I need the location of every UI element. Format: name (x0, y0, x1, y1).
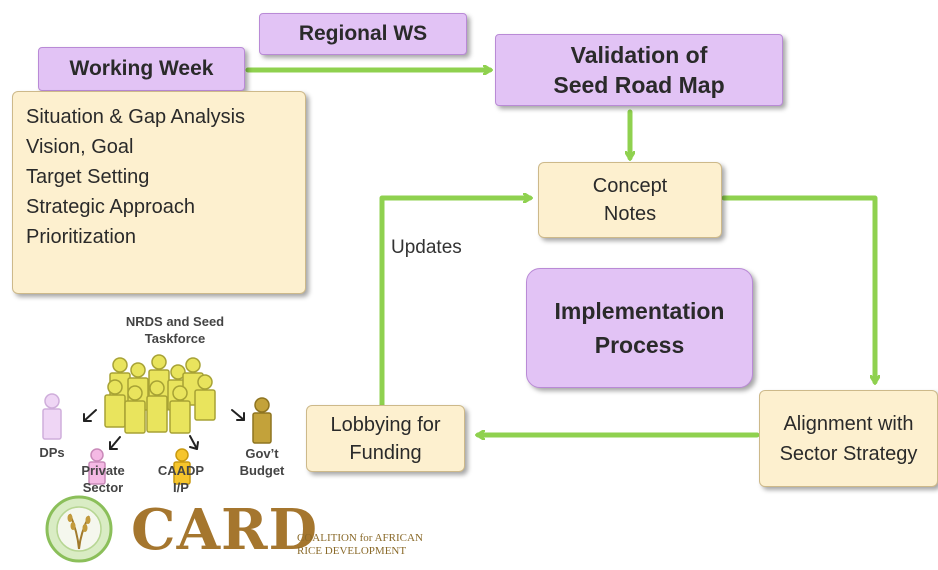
implementation-process-box: Implementation Process (526, 268, 753, 388)
analysis-item: Vision, Goal (26, 136, 134, 158)
private-line2: Sector (82, 480, 124, 495)
arrow-concept-to-alignment (721, 195, 875, 382)
card-emblem-icon (45, 495, 113, 563)
analysis-item: Situation & Gap Analysis (26, 106, 246, 128)
card-tagline-line2: RICE DEVELOPMENT (297, 545, 407, 557)
taskforce-person-icon (124, 385, 146, 434)
updates-label: Updates (391, 237, 462, 258)
arrow-to-dps-icon (83, 409, 97, 422)
arrow-to-caadp-icon (189, 435, 199, 450)
arrow-lobbying-to-concept (379, 198, 530, 408)
govt-line2: Budget (239, 463, 285, 478)
caadp-label: CAADP I/P (151, 462, 211, 496)
working-week-box: Working Week (38, 47, 245, 91)
analysis-list-box: Situation & Gap Analysis Vision, Goal Ta… (12, 91, 306, 294)
implementation-line2: Process (594, 332, 685, 358)
private-sector-person-icon (88, 448, 106, 485)
concept-notes-box: Concept Notes (538, 162, 722, 238)
analysis-item: Target Setting (26, 166, 150, 188)
lobbying-line1: Lobbying for (330, 413, 441, 436)
arrow-to-govt-icon (231, 409, 245, 421)
private-line1: Private (81, 463, 125, 478)
alignment-box: Alignment with Sector Strategy (759, 390, 938, 487)
alignment-line1: Alignment with (783, 412, 914, 435)
card-tagline-line1: COALITION for AFRICAN (297, 532, 423, 544)
validation-line1: Validation of (570, 42, 708, 68)
concept-notes-line1: Concept (592, 175, 668, 197)
taskforce-person-icon (104, 379, 126, 428)
analysis-item: Prioritization (26, 226, 137, 248)
private-sector-label: Private Sector (68, 462, 138, 496)
validation-line2: Seed Road Map (553, 72, 725, 98)
implementation-line1: Implementation (554, 298, 725, 324)
regional-ws-box: Regional WS (259, 13, 467, 55)
analysis-item: Strategic Approach (26, 196, 195, 218)
concept-notes-line2: Notes (603, 203, 657, 225)
card-tagline: COALITION for AFRICAN RICE DEVELOPMENT (297, 532, 423, 558)
govt-line1: Gov’t (245, 446, 279, 461)
taskforce-person-icon (146, 380, 168, 433)
caadp-line1: CAADP (157, 463, 205, 478)
govt-person-icon (252, 397, 272, 444)
validation-box: Validation of Seed Road Map (495, 34, 783, 106)
taskforce-label: NRDS and Seed Taskforce (100, 313, 250, 347)
card-logo-wordmark: CARD (131, 497, 319, 563)
dps-label: DPs (39, 445, 65, 460)
lobbying-box: Lobbying for Funding (306, 405, 465, 472)
alignment-line2: Sector Strategy (779, 442, 918, 465)
arrow-to-private-icon (109, 436, 121, 450)
working-week-label: Working Week (69, 57, 214, 80)
taskforce-person-icon (169, 385, 191, 434)
govt-budget-label: Gov’t Budget (230, 445, 294, 479)
taskforce-line2: Taskforce (144, 331, 206, 346)
taskforce-person-icon (194, 374, 216, 421)
caadp-line2: I/P (173, 480, 189, 495)
caadp-person-icon (173, 448, 191, 485)
regional-ws-label: Regional WS (298, 22, 428, 45)
lobbying-line2: Funding (349, 441, 422, 464)
dps-person-icon (42, 393, 62, 440)
taskforce-line1: NRDS and Seed (125, 314, 225, 329)
